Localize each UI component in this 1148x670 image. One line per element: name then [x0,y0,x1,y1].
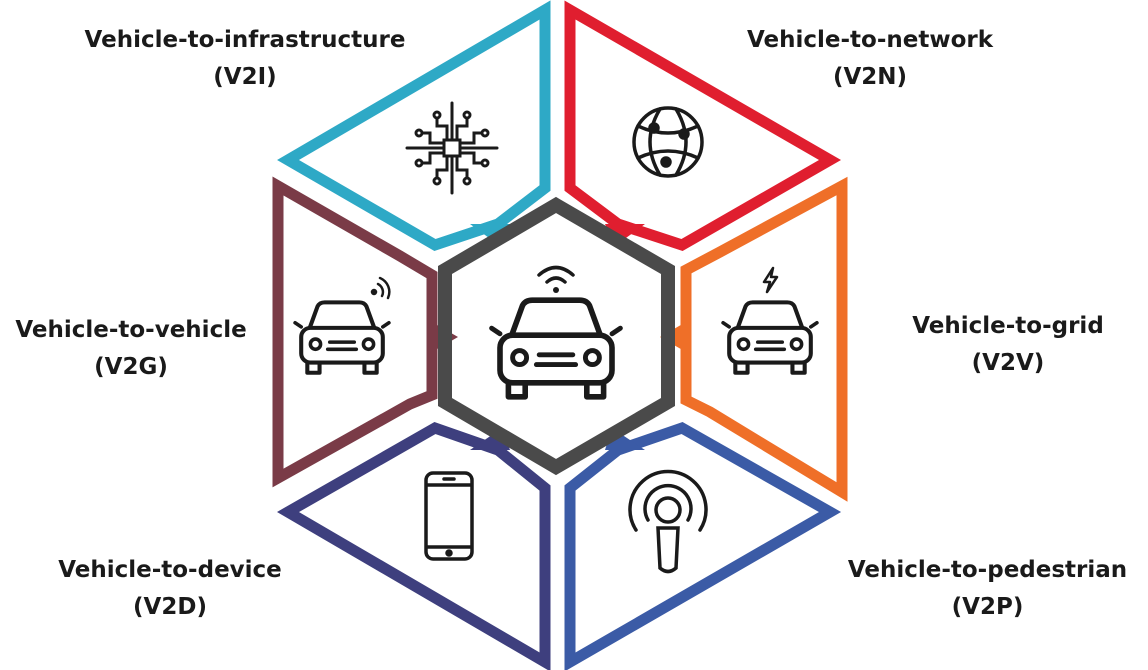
label-v2v-title: Vehicle-to-vehicle [15,317,247,343]
lightning-bolt-icon [762,266,779,294]
label-v2p-title: Vehicle-to-pedestrian [847,557,1128,583]
label-v2p-abbr: (V2P) [951,594,1024,620]
wifi-icon [537,265,575,293]
wireless-car-icon [295,302,389,372]
segment-v2d [277,421,551,670]
connected-car-icon [492,300,621,397]
label-v2grid: Vehicle-to-grid (V2V) [878,308,1138,382]
label-v2d-abbr: (V2D) [133,594,207,620]
label-v2v: Vehicle-to-vehicle (V2G) [0,312,262,386]
label-v2n: Vehicle-to-network (V2N) [720,22,1020,96]
electric-car-icon [723,302,817,372]
circuit-board-icon [405,101,499,195]
label-v2n-abbr: (V2N) [832,64,908,90]
label-v2n-title: Vehicle-to-network [746,27,994,53]
smartphone-icon [424,471,474,561]
label-v2grid-title: Vehicle-to-grid [912,313,1104,339]
label-v2grid-abbr: (V2V) [971,350,1045,376]
globe-network-icon [632,106,704,178]
label-v2d-title: Vehicle-to-device [58,557,282,583]
segment-v2grid [660,176,848,502]
label-v2v-abbr: (V2G) [94,354,168,380]
center-hexagon [438,196,675,476]
label-v2i: Vehicle-to-infrastructure (V2I) [70,22,420,96]
signal-waves-icon [370,276,391,300]
label-v2p: Vehicle-to-pedestrian (V2P) [830,552,1145,626]
pedestrian-signal-icon [628,469,708,574]
label-v2i-title: Vehicle-to-infrastructure [84,27,406,53]
label-v2i-abbr: (V2I) [213,64,277,90]
label-v2d: Vehicle-to-device (V2D) [30,552,310,626]
